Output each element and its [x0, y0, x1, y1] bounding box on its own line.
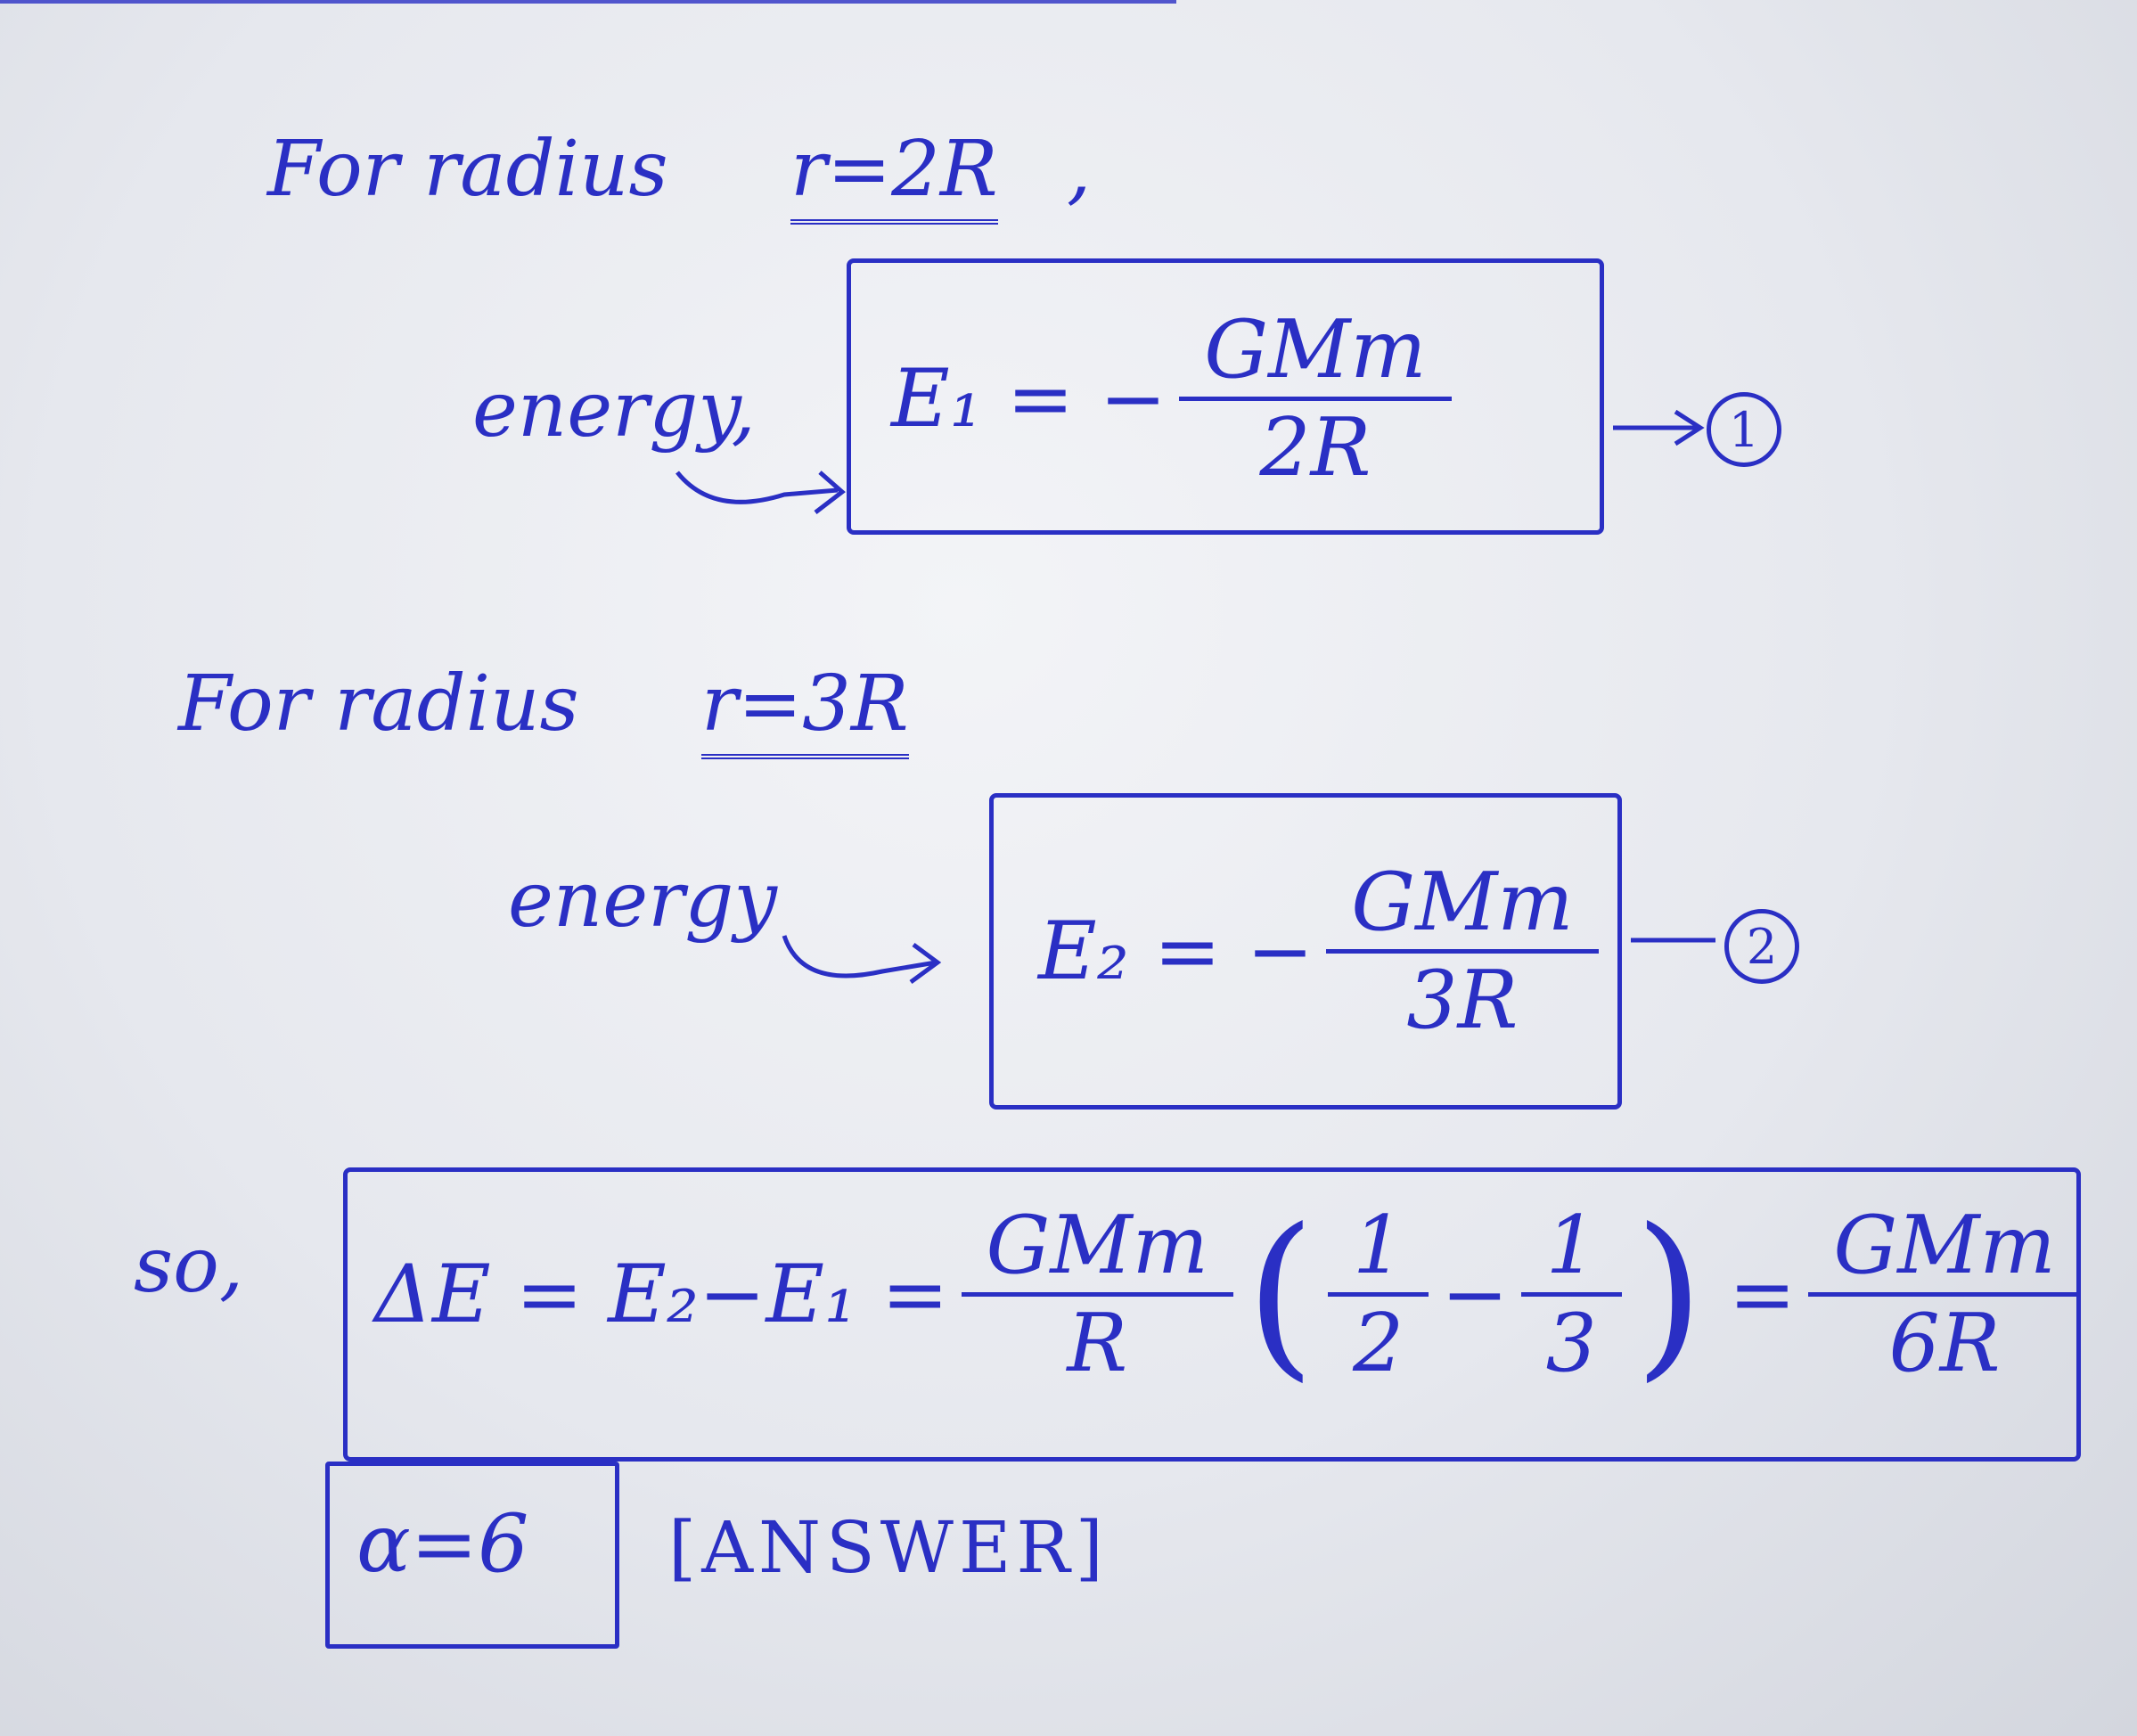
eq3-so: so, [134, 1221, 244, 1310]
eq3-box [343, 1167, 2081, 1462]
eq3-fraction-half: 1 2 [1327, 1199, 1429, 1390]
eq1-fraction: GMm 2R [1179, 303, 1452, 495]
eq3-eq2: = [881, 1248, 949, 1341]
eq3-open-paren: ( [1245, 1190, 1315, 1398]
eq3-result-fraction: GMm 6R [1808, 1199, 2081, 1390]
eq3-fraction-third: 1 3 [1520, 1199, 1622, 1390]
eq1-op: = − [1006, 352, 1167, 446]
eq2-fraction: GMm 3R [1326, 856, 1599, 1047]
eq3-half-num: 1 [1352, 1199, 1404, 1292]
paper-edge-line [0, 0, 1176, 4]
answer-value: α=6 [356, 1497, 529, 1591]
eq3-third-den: 3 [1520, 1292, 1622, 1390]
eq3-half-den: 2 [1327, 1292, 1429, 1390]
line2-text: For radius r=3R [178, 659, 909, 759]
eq2-op: = − [1153, 905, 1314, 998]
eq1-tag-arrowhead [1674, 409, 1705, 446]
eq3-minus: − [1441, 1248, 1509, 1341]
eq2-expression: E₂ = − GMm 3R [1038, 856, 1599, 1047]
eq3-lhs: ΔE [374, 1248, 491, 1341]
eq3-diff: E₂−E₁ [608, 1248, 857, 1341]
eq2-arrowhead [909, 942, 942, 985]
eq3-denominator: R [961, 1292, 1233, 1390]
eq3-expression: ΔE = E₂−E₁ = GMm R ( 1 2 − 1 3 ) = GMm 6… [374, 1190, 2081, 1398]
eq1-label: energy, [472, 365, 756, 454]
eq1-expression: E₁ = − GMm 2R [891, 303, 1452, 495]
answer-box [325, 1462, 619, 1649]
eq2-tag: 2 [1724, 909, 1799, 984]
eq3-eq: = [515, 1248, 584, 1341]
eq3-close-paren: ) [1633, 1190, 1704, 1398]
line1-prefix: For radius [267, 125, 668, 214]
line1-value: r=2R [790, 125, 998, 225]
eq1-numerator: GMm [1204, 303, 1427, 397]
eq2-denominator: 3R [1326, 949, 1599, 1047]
eq2-numerator: GMm [1351, 856, 1574, 949]
eq3-eq3: = [1728, 1248, 1797, 1341]
eq3-result-numerator: GMm [1833, 1199, 2056, 1292]
eq1-arrow [675, 471, 839, 504]
eq1-tag: 1 [1707, 392, 1781, 467]
eq2-lhs: E₂ [1038, 905, 1129, 998]
eq2-arrow [782, 935, 937, 979]
eq1-arrowhead [814, 471, 846, 514]
eq3-result-denominator: 6R [1808, 1292, 2081, 1390]
line1-comma: , [1066, 125, 1092, 214]
line2-value: r=3R [701, 659, 909, 759]
eq1-denominator: 2R [1179, 397, 1452, 495]
eq1-lhs: E₁ [891, 352, 982, 446]
line2-prefix: For radius [178, 659, 579, 749]
eq1-box [847, 258, 1604, 535]
eq3-numerator: GMm [986, 1199, 1208, 1292]
line1-text: For radius r=2R , [267, 125, 1092, 225]
answer-label: [ANSWER] [668, 1506, 1109, 1589]
eq3-fraction: GMm R [961, 1199, 1233, 1390]
eq2-box [989, 793, 1622, 1110]
eq2-label: energy [508, 856, 777, 945]
eq3-third-num: 1 [1545, 1199, 1597, 1292]
